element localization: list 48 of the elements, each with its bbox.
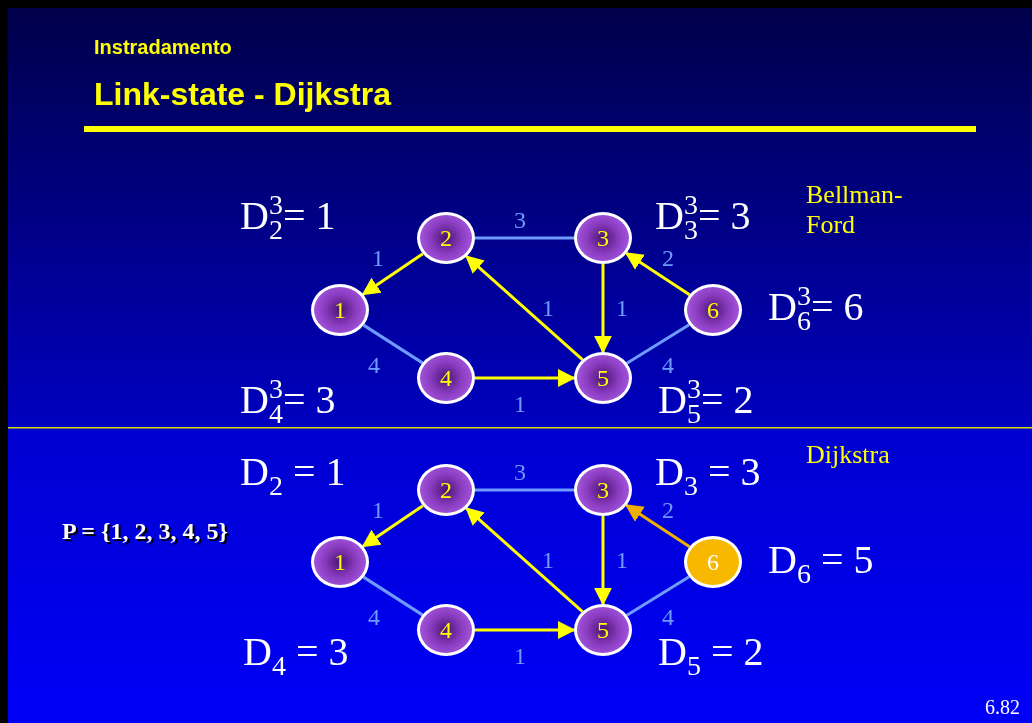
edge-label: 1 (372, 498, 384, 522)
edge-label: 1 (372, 246, 384, 270)
distance-label: D$_{2}$$^{3}$= 1 (240, 192, 336, 239)
edge-label: 2 (662, 246, 674, 270)
edge-label: 1 (542, 548, 554, 572)
distance-label: D$_{6}$ = 5 (768, 536, 874, 583)
edge-label: 4 (368, 605, 380, 629)
distance-label: D$_{4}$ = 3 (243, 628, 349, 675)
arrow (465, 507, 584, 613)
link-line (626, 323, 690, 365)
distance-label: D$_{6}$$^{3}$= 6 (768, 283, 864, 330)
link-line (362, 323, 424, 365)
edge-label: 2 (662, 498, 674, 522)
arrow (361, 252, 424, 296)
arrow (594, 516, 612, 606)
arrow (475, 621, 576, 639)
link-line (475, 236, 574, 240)
arrow (594, 264, 612, 354)
arrow (475, 369, 576, 387)
link-line (362, 575, 424, 617)
title: Link-state - Dijkstra (94, 76, 391, 113)
edge-label: 1 (616, 548, 628, 572)
algorithm-label: Bellman- Ford (806, 180, 904, 240)
distance-label: D$_{3}$ = 3 (655, 448, 761, 495)
edge-label: 3 (514, 460, 526, 484)
edge-label: 4 (662, 353, 674, 377)
distance-label: D$_{5}$ = 2 (658, 628, 764, 675)
set-label: P = {1, 2, 3, 4, 5} (62, 518, 229, 545)
edge-label: 4 (368, 353, 380, 377)
arrow (465, 255, 584, 361)
edge-label: 3 (514, 208, 526, 232)
distance-label: D$_{4}$$^{3}$= 3 (240, 376, 336, 423)
link-line (626, 575, 690, 617)
distance-label: D$_{5}$$^{3}$= 2 (658, 376, 754, 423)
edge-label: 1 (514, 644, 526, 668)
edge-label: 1 (542, 296, 554, 320)
subtitle: Instradamento (94, 36, 232, 59)
algorithm-label: Dijkstra (806, 440, 891, 470)
edge-label: 4 (662, 605, 674, 629)
arrow (624, 252, 691, 296)
arrow (361, 504, 424, 548)
distance-label: D$_{2}$ = 1 (240, 448, 346, 495)
link-line (475, 488, 574, 492)
arrow (624, 504, 691, 548)
edge-label: 1 (514, 392, 526, 416)
distance-label: D$_{3}$$^{3}$= 3 (655, 192, 751, 239)
edge-label: 1 (616, 296, 628, 320)
page-number: 6.82 (985, 696, 1020, 719)
